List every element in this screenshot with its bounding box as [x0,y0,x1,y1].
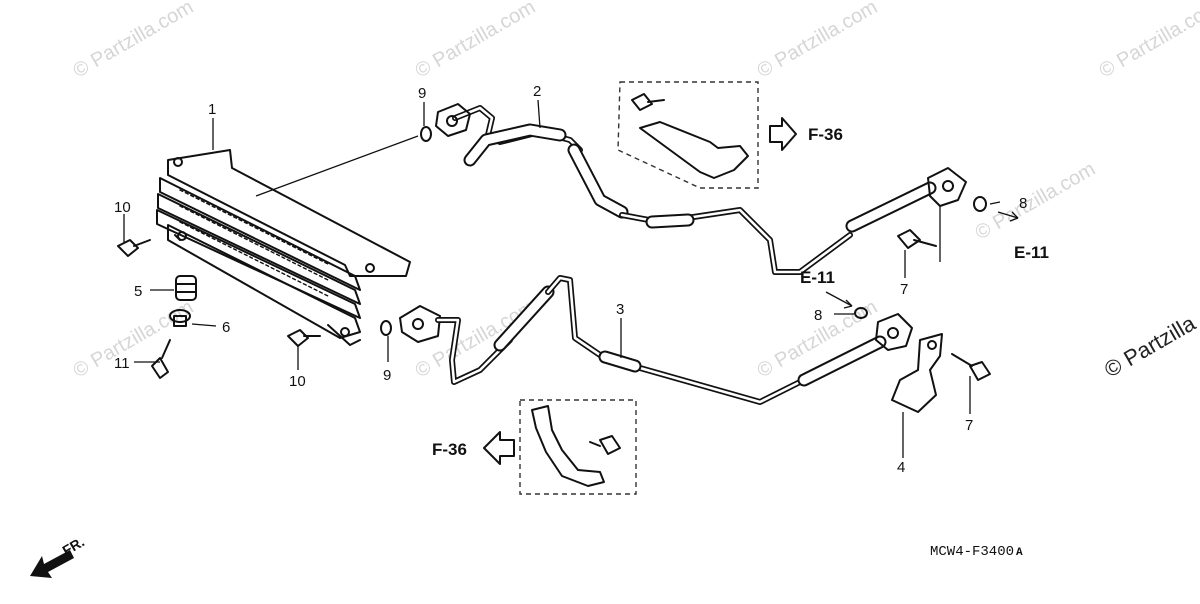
callout-9: 9 [418,85,426,102]
callout-4: 4 [897,459,905,476]
watermark-layer: © Partzilla.com © Partzilla.com © Partzi… [70,0,1200,382]
watermark: © Partzilla.com [70,296,198,382]
watermark: © Partzilla [1100,310,1200,382]
callout-8: 8 [814,307,822,324]
callout-8: 8 [1019,195,1027,212]
callout-1: 1 [208,101,216,118]
inset-box-bottom [520,400,636,494]
ref-f36-bottom: F-36 [432,440,467,459]
bolt-10-mid[interactable] [288,330,320,346]
ref-f36-top: F-36 [808,125,843,144]
ref-e11-mid: E-11 [800,268,835,287]
arrow-left-icon [484,432,514,464]
watermark: © Partzilla.com [70,0,198,82]
watermark: © Partzilla.com [412,0,540,82]
callout-2: 2 [533,83,541,100]
callout-3: 3 [616,301,624,318]
inset-box-top [618,82,758,188]
arrow-right-icon [770,118,796,150]
watermark: © Partzilla.com [1096,0,1200,82]
callout-7: 7 [965,417,973,434]
hose-clamp[interactable] [892,334,942,412]
bolt-11[interactable] [152,340,170,378]
watermark: © Partzilla.com [754,0,882,82]
callout-9: 9 [383,367,391,384]
callout-6: 6 [222,319,230,336]
callout-5: 5 [134,283,142,300]
bolt-7-lower[interactable] [952,354,990,380]
callout-10: 10 [289,373,306,390]
bolt-10-left[interactable] [118,240,150,256]
watermark: © Partzilla.com [972,158,1100,244]
ref-e11-right: E-11 [1014,243,1049,262]
bolt-7-upper[interactable] [898,230,936,248]
callout-7: 7 [900,281,908,298]
callout-11: 11 [114,355,130,372]
callout-10: 10 [114,199,131,216]
